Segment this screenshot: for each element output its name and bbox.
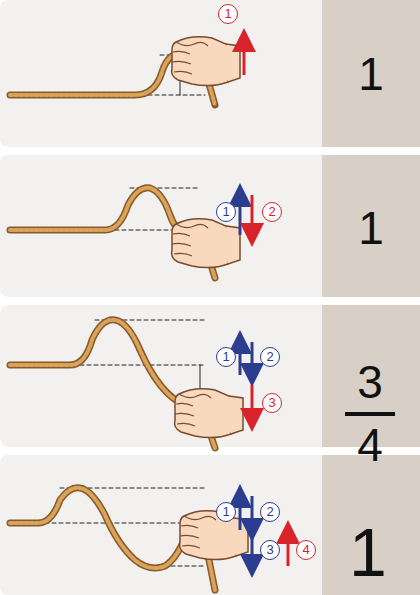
callout-number: 1 (218, 4, 238, 24)
callout-number: 2 (260, 347, 280, 367)
count-number: 1 (349, 516, 387, 588)
callout-number: 4 (296, 540, 316, 560)
callout-number: 2 (262, 202, 282, 222)
callout-number: 2 (260, 502, 280, 522)
callout-number: 3 (262, 393, 282, 413)
count-number: 1 (358, 203, 384, 253)
callout-number: 1 (216, 347, 236, 367)
callout-number: 3 (260, 540, 280, 560)
count-number: 1 (358, 49, 384, 99)
callout-number: 1 (216, 202, 236, 222)
callout-number: 1 (216, 502, 236, 522)
fraction-numerator: 3 (357, 357, 383, 407)
fraction-denominator: 4 (357, 420, 383, 470)
